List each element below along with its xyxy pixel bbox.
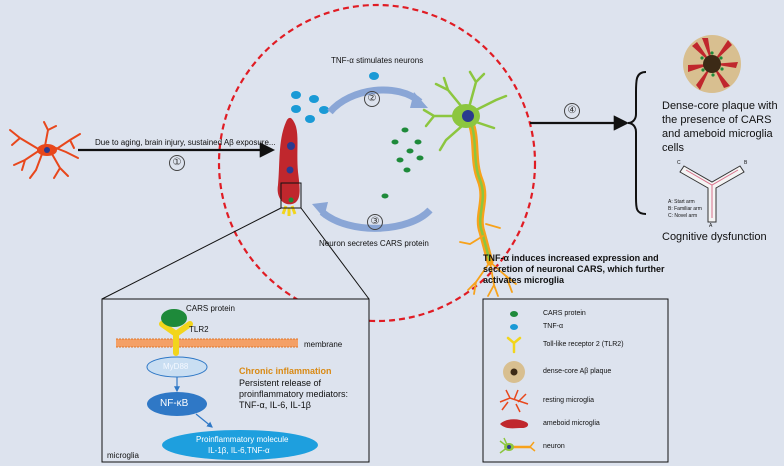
dense-core-plaque <box>683 35 741 93</box>
plaque-line-2: the presence of CARS <box>662 114 772 126</box>
y-maze <box>679 165 745 223</box>
maze-letter-a: A <box>709 223 713 229</box>
legend-label-ameboid: ameboid microglia <box>543 420 600 427</box>
blue-dot-icon <box>510 324 518 330</box>
nfkb-node <box>147 392 207 416</box>
neuron-icon <box>499 437 536 454</box>
resting-microglia-icon <box>499 389 529 413</box>
legend-label-tnf: TNF-α <box>543 323 563 330</box>
nfkb-label: NF-κB <box>160 398 189 409</box>
legend-label-tlr2: Toll-like receptor 2 (TLR2) <box>543 341 624 348</box>
legend-label-plaque: dense-core Aβ plaque <box>543 368 612 375</box>
inset-microglia-label: microglia <box>107 451 140 460</box>
neuron-secretes-label: Neuron secretes CARS protein <box>319 239 429 248</box>
maze-legend-a: A: Start arm <box>668 199 695 205</box>
myd88-label: MyD88 <box>163 362 189 371</box>
plaque-line-4: cells <box>662 142 685 154</box>
cars-protein-inset <box>161 309 187 327</box>
proinflam-line-2: IL-1β, IL-6,TNF-α <box>208 446 270 455</box>
legend-label-cars: CARS protein <box>543 310 586 317</box>
chronic-title: Chronic inflammation <box>239 366 332 376</box>
dashed-circle <box>217 3 537 323</box>
tlr2-receptor <box>159 321 193 356</box>
step-2-marker: ② <box>364 91 380 107</box>
arrow-1-label: Due to aging, brain injury, sustained Aβ… <box>95 138 276 147</box>
maze-letter-b: B <box>744 160 748 166</box>
cars-protein-dots <box>381 127 424 199</box>
bracket <box>627 71 647 215</box>
chronic-line-3: TNF-α, IL-6, IL-1β <box>239 400 311 410</box>
inset-cars-label: CARS protein <box>186 304 235 313</box>
plaque-line-1: Dense-core plaque with <box>662 100 778 112</box>
proinflam-line-1: Proinflammatory molecule <box>196 435 289 444</box>
legend-icons <box>499 311 536 454</box>
induces-line-1: TNF-α induces increased expression and <box>483 253 659 263</box>
neuron <box>422 70 517 297</box>
maze-legend-c: C: Novel arm <box>668 213 698 219</box>
step-3-marker: ③ <box>367 214 383 230</box>
inset-membrane-label: membrane <box>304 340 343 349</box>
cognitive-label: Cognitive dysfunction <box>662 231 767 243</box>
zoom-box <box>280 182 302 209</box>
legend-label-neuron: neuron <box>543 443 565 450</box>
cycle-arrow-top <box>327 86 423 115</box>
green-dot-icon <box>510 311 518 317</box>
proinflammatory-node <box>162 430 318 460</box>
membrane <box>116 339 298 347</box>
maze-letter-c: C <box>677 160 681 166</box>
resting-microglia <box>9 121 81 179</box>
tnf-stimulates-label: TNF-α stimulates neurons <box>331 56 424 65</box>
maze-legend-b: B: Familiar arm <box>668 206 702 212</box>
tlr2-receptor-icon <box>506 336 522 354</box>
chronic-line-1: Persistent release of <box>239 378 322 388</box>
inset-tlr2-label: TLR2 <box>189 325 209 334</box>
step-1-marker: ① <box>169 155 185 171</box>
induces-line-3: activates microglia <box>483 275 565 285</box>
tnf-alpha-dots <box>291 72 379 123</box>
chronic-line-2: proinflammatory mediators: <box>239 389 349 399</box>
induces-line-2: secretion of neuronal CARS, which furthe… <box>483 264 665 274</box>
plaque-line-3: and ameboid microglia <box>662 128 773 140</box>
legend-label-resting: resting microglia <box>543 397 594 404</box>
step-4-marker: ④ <box>564 103 580 119</box>
ameboid-microglia-icon <box>500 419 529 429</box>
